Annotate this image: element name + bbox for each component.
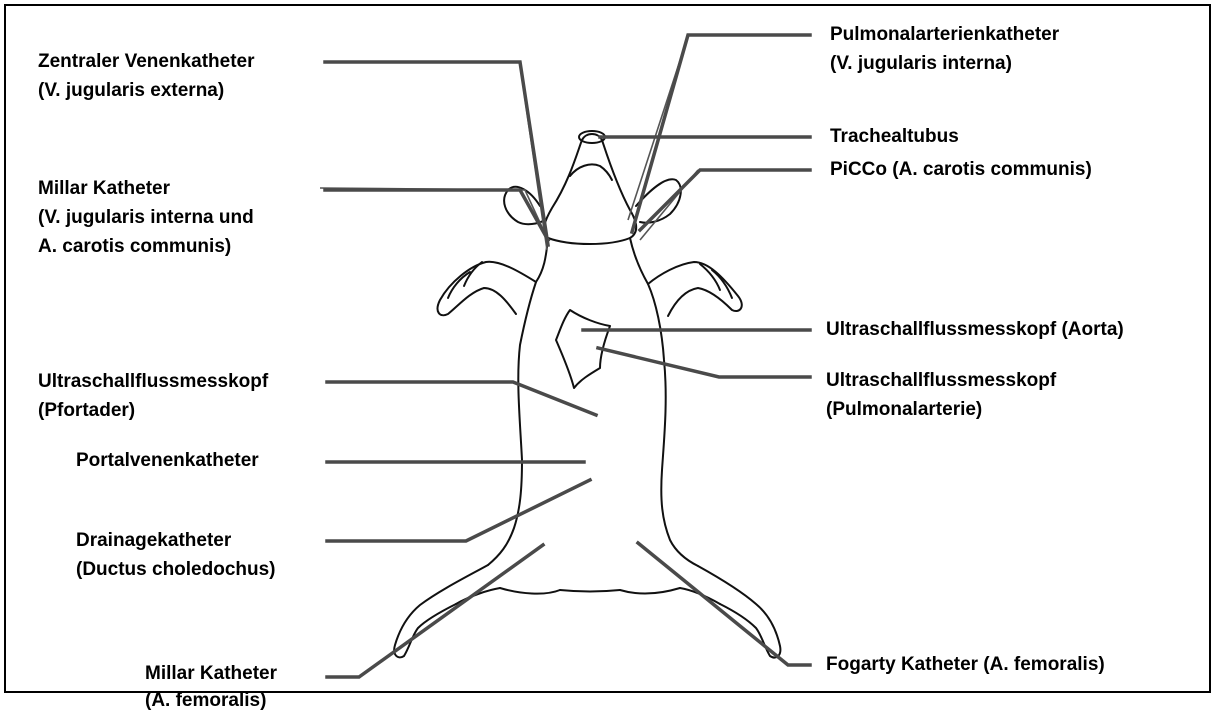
label-millar-katheter-top: Millar Katheter (V. jugularis interna un… (38, 174, 254, 261)
leader-fogarty (638, 543, 810, 665)
rat-body-outline (394, 131, 780, 658)
label-picco: PiCCo (A. carotis communis) (830, 155, 1092, 184)
label-trachealtubus: Trachealtubus (830, 122, 959, 151)
label-ultraschall-pulmonalarterie: Ultraschallflussmesskopf (Pulmonalarteri… (826, 366, 1056, 424)
leader-pak (632, 35, 810, 232)
label-ultraschall-pfortader: Ultraschallflussmesskopf (Pfortader) (38, 367, 268, 425)
leader-zvk (325, 62, 548, 245)
label-millar-katheter-femoralis: Millar Katheter (A. femoralis) (145, 660, 277, 714)
leader-lines (325, 35, 810, 677)
label-pulmonalarterienkatheter: Pulmonalarterienkatheter (V. jugularis i… (830, 20, 1059, 78)
leader-us-pulm (598, 348, 810, 377)
label-fogarty-katheter: Fogarty Katheter (A. femoralis) (826, 650, 1105, 679)
label-drainagekatheter: Drainagekatheter (Ductus choledochus) (76, 526, 276, 584)
leader-millar-top (325, 190, 548, 240)
label-portalvenenkatheter: Portalvenenkatheter (76, 446, 259, 475)
label-ultraschall-aorta: Ultraschallflussmesskopf (Aorta) (826, 315, 1124, 344)
label-zentraler-venenkatheter: Zentraler Venenkatheter (V. jugularis ex… (38, 47, 254, 105)
leader-picco (640, 170, 810, 230)
leader-drainage (327, 480, 590, 541)
leader-millar-fem (327, 545, 543, 677)
catheter-thin-lines (320, 36, 698, 250)
leader-us-pfortader (327, 382, 596, 415)
